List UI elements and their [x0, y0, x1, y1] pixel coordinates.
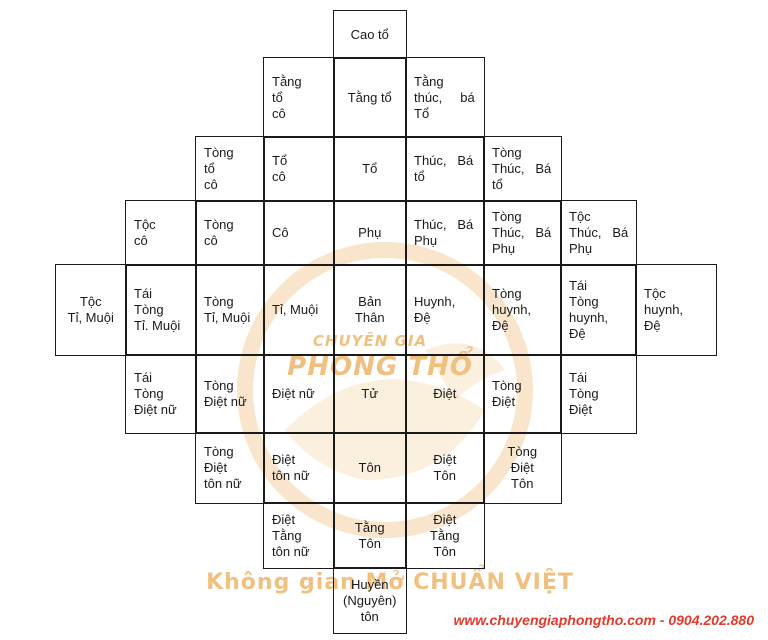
- cell-diet: Điệt: [405, 354, 485, 434]
- cell-diet-ton: Điệt Tôn: [405, 432, 485, 504]
- watermark-slogan: Không gian Mở CHUẨN VIỆT: [206, 570, 574, 595]
- cell-ti-muoi: Tỉ, Muội: [263, 264, 335, 356]
- cell-huynh-de: Huynh, Đệ: [405, 264, 485, 356]
- cell-label: Tôn: [358, 460, 381, 475]
- cell-diet-tang-ton: Điệt Tằng Tôn: [405, 502, 485, 569]
- cell-ban-than: Bản Thân: [333, 264, 407, 356]
- cell-diet-nu: Điệt nữ: [263, 354, 335, 434]
- cell-tong-co: Tòng cô: [195, 200, 265, 266]
- cell-tang-ton: Tằng Tôn: [333, 502, 407, 569]
- cell-phu: Phụ: [333, 200, 407, 266]
- cell-tu: Tử: [333, 354, 407, 434]
- cell-label: Tằng tổ cô: [272, 74, 302, 121]
- cell-tai-tong-diet-nu: Tái Tòng Điệt nữ: [125, 354, 197, 434]
- cell-label: Tỉ, Muội: [272, 302, 319, 317]
- cell-tang-thuc-ba-to: Tằng thúc, bá Tổ: [405, 57, 485, 138]
- cell-tong-huynh-de: Tòng huynh, Đệ: [483, 264, 562, 356]
- cell-label: Tòng Thúc, Bá Phụ: [492, 209, 552, 256]
- cell-tai-tong-ti-muoi: Tái Tòng Tỉ. Muội: [125, 264, 197, 356]
- watermark-logo-icon: [237, 242, 533, 538]
- cell-tong-to-co: Tòng tổ cô: [195, 136, 265, 202]
- cell-label: Tộc Tỉ, Muội: [67, 294, 114, 325]
- cell-label: Huynh, Đệ: [414, 294, 456, 325]
- cell-label: Tộc Thúc, Bá Phụ: [569, 209, 629, 256]
- cell-tong-diet: Tòng Điệt: [483, 354, 562, 434]
- website-footer: www.chuyengiaphongtho.com - 0904.202.880: [453, 612, 754, 628]
- watermark-brand-top: CHUYÊN GIA: [312, 332, 428, 350]
- cell-label: Tộc cô: [134, 217, 156, 248]
- cell-tong-diet-nu: Tòng Điệt nữ: [195, 354, 265, 434]
- cell-label: Huyền (Nguyên) tôn: [343, 577, 397, 624]
- watermark-brand-name: PHONG THỔ: [287, 352, 473, 382]
- cell-label: Thúc, Bá tổ: [414, 153, 474, 184]
- cell-label: Phụ: [358, 225, 382, 240]
- cell-tang-to: Tằng tổ: [333, 57, 407, 138]
- cell-label: Điệt: [433, 386, 457, 401]
- cell-thuc-ba-to: Thúc, Bá tổ: [405, 136, 485, 202]
- cell-label: Tòng Điệt tôn nữ: [204, 444, 242, 491]
- cell-label: Tòng huynh, Đệ: [492, 286, 532, 333]
- cell-label: Điệt nữ: [272, 386, 315, 401]
- cell-label: Tằng tổ: [347, 90, 392, 105]
- cell-tong-thuc-ba-to: Tòng Thúc, Bá tổ: [483, 136, 562, 202]
- cell-cao-to: Cao tổ: [333, 10, 407, 59]
- cell-label: Tổ cô: [272, 153, 288, 184]
- cell-label: Điệt Tôn: [433, 452, 457, 483]
- cell-label: Tòng tổ cô: [204, 145, 234, 192]
- cell-label: Tòng Điệt nữ: [204, 378, 247, 409]
- cell-label: Điệt Tằng tôn nữ: [272, 512, 310, 559]
- cell-label: Tộc huynh, Đệ: [644, 286, 684, 333]
- cell-label: Tòng Tỉ, Muội: [204, 294, 251, 325]
- cell-tai-tong-huynh-de: Tái Tòng huynh, Đệ: [560, 264, 637, 356]
- cell-label: Tòng Thúc, Bá tổ: [492, 145, 552, 192]
- cell-tai-tong-diet: Tái Tòng Điệt: [560, 354, 637, 434]
- cell-label: Tái Tòng Điệt: [569, 370, 599, 417]
- cell-tong-ti-muoi: Tòng Tỉ, Muội: [195, 264, 265, 356]
- cell-huyen-ton: Huyền (Nguyên) tôn: [333, 567, 407, 634]
- cell-label: Cao tổ: [350, 27, 389, 42]
- cell-label: Thúc, Bá Phụ: [414, 217, 474, 248]
- cell-diet-ton-nu: Điệt tôn nữ: [263, 432, 335, 504]
- cell-label: Tằng Tôn: [354, 520, 385, 551]
- cell-to-co: Tổ cô: [263, 136, 335, 202]
- cell-ton: Tôn: [333, 432, 407, 504]
- cell-tong-diet-ton: Tòng Điệt Tôn: [483, 432, 562, 504]
- cell-toc-huynh-de: Tộc huynh, Đệ: [635, 264, 717, 356]
- cell-label: Tòng Điệt: [492, 378, 522, 409]
- cell-label: Tái Tòng huynh, Đệ: [569, 278, 609, 341]
- cell-toc-co: Tộc cô: [125, 200, 197, 266]
- cell-label: Tòng Điệt Tôn: [507, 444, 538, 491]
- cell-label: Tòng cô: [204, 217, 234, 248]
- cell-diet-tang-ton-nu: Điệt Tằng tôn nữ: [263, 502, 335, 569]
- cell-label: Tái Tòng Tỉ. Muội: [134, 286, 181, 333]
- cell-label: Tổ: [362, 161, 378, 176]
- cell-tong-thuc-ba-phu: Tòng Thúc, Bá Phụ: [483, 200, 562, 266]
- cell-label: Tái Tòng Điệt nữ: [134, 370, 177, 417]
- cell-toc-thuc-ba-phu: Tộc Thúc, Bá Phụ: [560, 200, 637, 266]
- cell-tong-diet-ton-nu: Tòng Điệt tôn nữ: [195, 432, 265, 504]
- cell-thuc-ba-phu: Thúc, Bá Phụ: [405, 200, 485, 266]
- cell-co: Cô: [263, 200, 335, 266]
- cell-label: Tử: [361, 386, 379, 401]
- cell-tang-to-co: Tằng tổ cô: [263, 57, 335, 138]
- cell-label: Cô: [272, 225, 289, 240]
- cell-toc-ti-muoi: Tộc Tỉ, Muội: [55, 264, 127, 356]
- cell-label: Bản Thân: [354, 294, 385, 325]
- cell-label: Tằng thúc, bá Tổ: [414, 74, 475, 121]
- cell-label: Điệt Tằng Tôn: [429, 512, 460, 559]
- cell-to: Tổ: [333, 136, 407, 202]
- cell-label: Điệt tôn nữ: [272, 452, 310, 483]
